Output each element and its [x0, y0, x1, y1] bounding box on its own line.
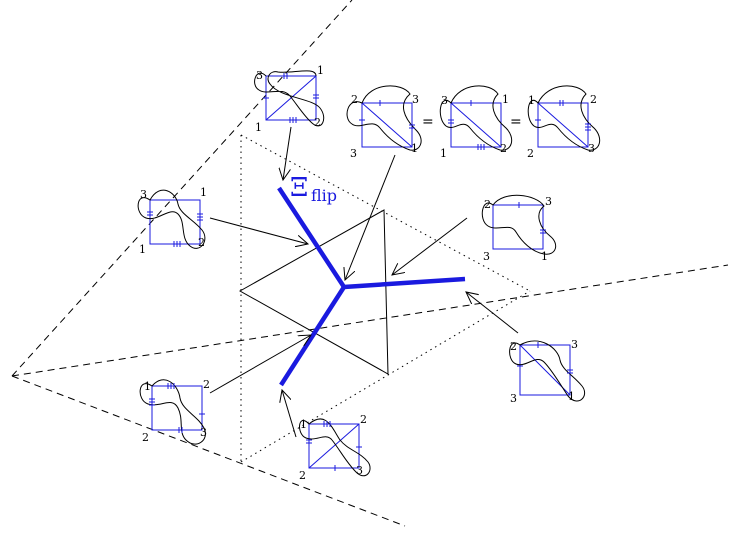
- diagram-right-upper-label-tr: 3: [545, 195, 552, 208]
- diagram-eq-c-label-tl: 1: [528, 94, 535, 107]
- diagram-eq-a-label-tr: 3: [412, 93, 419, 106]
- diagram-left-lower-label-tr: 2: [203, 378, 210, 391]
- diagram-left-upper-label-tr: 1: [200, 186, 207, 199]
- diagram-bottom-label-br: 3: [356, 464, 363, 477]
- diagram-left-lower-label-bl: 2: [142, 431, 149, 444]
- diagram-eq-b-label-bl: 1: [440, 147, 447, 160]
- diagram-left-lower-label-tl: 1: [144, 380, 151, 393]
- dashed-line-top: [11, 0, 353, 377]
- diagram-eq-c-label-bl: 2: [527, 147, 534, 160]
- diagram-eq-a: 2 3 3 1: [346, 85, 422, 160]
- diagram-eq-c-label-tr: 2: [590, 93, 597, 106]
- diagram-right-upper-label-bl: 3: [483, 250, 490, 263]
- diagram-right-lower-label-tl: 2: [510, 340, 517, 353]
- diagram-eq-b-label-tr: 1: [502, 93, 509, 106]
- solid-triangle: [238, 209, 389, 375]
- diagram-eq-a-label-br: 1: [411, 142, 418, 155]
- arrow-top: [283, 126, 292, 180]
- diagram-left-lower-label-br: 3: [200, 426, 207, 439]
- diagram-top-label-tr: 1: [317, 64, 324, 77]
- diagram-eq-a-label-bl: 3: [350, 147, 357, 160]
- arrow-right-upper: [392, 217, 468, 275]
- diagram-bottom: 1 2 2 3: [299, 413, 371, 482]
- equals-sign-1: =: [422, 114, 434, 130]
- xi-symbol: Ξ: [290, 173, 308, 203]
- diagram-right-upper-label-br: 1: [541, 250, 548, 263]
- diagram-eq-c: 1 2 2 3: [527, 85, 601, 160]
- diagram-top: 3 1 2 1: [254, 64, 325, 134]
- xi-flip-tripod: [277, 186, 466, 387]
- dashed-line-mid: [11, 264, 729, 377]
- arrow-bottom: [282, 390, 297, 438]
- diagram-eq-c-label-br: 3: [588, 142, 595, 155]
- diagram-bottom-label-tl: 1: [300, 418, 307, 431]
- dashed-cone: [11, 0, 729, 527]
- diagram-left-upper-label-tl: 3: [140, 188, 147, 201]
- diagram-left-upper-label-br: 2: [198, 236, 205, 249]
- diagram-top-label-bl: 1: [255, 121, 262, 134]
- diagram-eq-b-label-br: 2: [500, 142, 507, 155]
- diagram-bottom-label-bl: 2: [299, 469, 306, 482]
- diagram-bottom-label-tr: 2: [360, 413, 367, 426]
- arrow-left-lower: [209, 335, 311, 394]
- diagram-right-lower-label-bl: 3: [510, 392, 517, 405]
- dashed-line-bottom: [11, 375, 406, 527]
- diagram-right-lower-label-tr: 3: [571, 338, 578, 351]
- arrow-eq: [345, 154, 396, 280]
- diagram-right-lower: 2 3 3 1: [509, 338, 586, 405]
- diagram-eq-b: 3 1 1 2: [439, 85, 513, 160]
- diagram-left-lower: 1 2 2 3: [139, 378, 210, 445]
- diagram-right-lower-label-br: 1: [568, 390, 575, 403]
- diagram-top-label-tl: 3: [256, 69, 263, 82]
- diagram-right-upper: 2 3 3 1: [481, 194, 557, 263]
- diagram-left-upper: 3 1 1 2: [137, 186, 207, 256]
- diagram-eq-b-label-tl: 3: [441, 94, 448, 107]
- arrows: [209, 126, 519, 438]
- arrow-right-lower: [466, 292, 519, 334]
- equals-sign-2: =: [510, 114, 522, 130]
- diagram-top-label-br: 2: [314, 116, 321, 129]
- xi-subscript: flip: [311, 186, 337, 205]
- diagram-right-upper-label-tl: 2: [484, 198, 491, 211]
- diagram-eq-a-label-tl: 2: [351, 93, 358, 106]
- arrow-left-upper: [209, 217, 308, 244]
- dotted-triangle: [240, 134, 531, 463]
- diagram-left-upper-label-bl: 1: [139, 243, 146, 256]
